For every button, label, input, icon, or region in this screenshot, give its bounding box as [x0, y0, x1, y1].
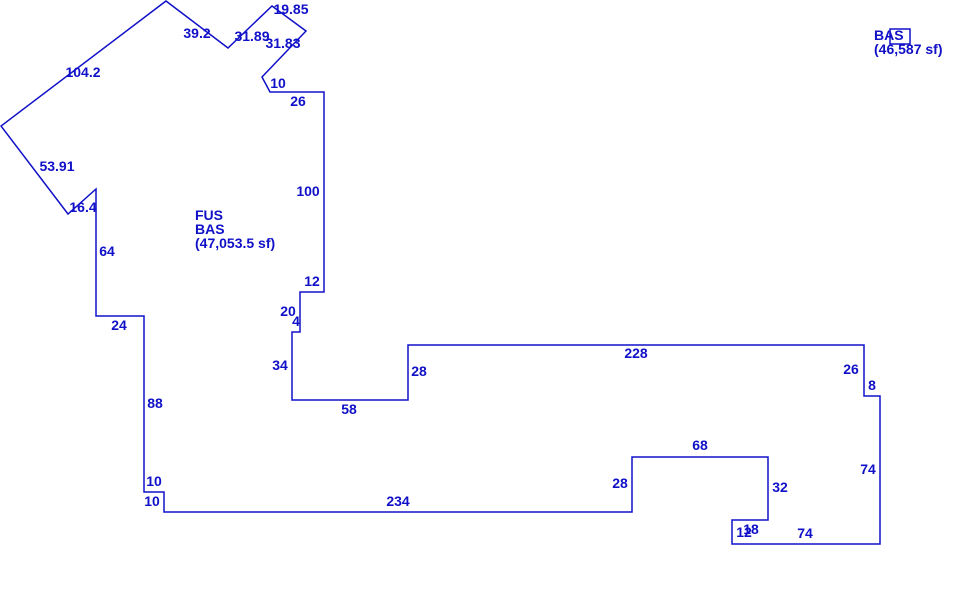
area-secondary-line-2: (46,587 sf) — [874, 41, 942, 57]
dimension-label: 28 — [612, 475, 628, 491]
dimension-label: 10 — [144, 493, 160, 509]
dimension-label: 104.2 — [65, 64, 100, 80]
dimension-label: 20 — [280, 303, 296, 319]
area-main-line-2: BAS — [195, 221, 225, 237]
area-label-secondary: BAS(46,587 sf) — [874, 27, 942, 57]
dimension-label: 24 — [111, 317, 127, 333]
dimension-label: 58 — [341, 401, 357, 417]
dimension-label: 16.4 — [69, 199, 96, 215]
dimension-label: 19.85 — [273, 1, 308, 17]
dimension-label: 32 — [772, 479, 788, 495]
bas-marker-box — [889, 28, 911, 45]
dimension-label: 28 — [411, 363, 427, 379]
dimension-label: 4 — [292, 313, 300, 329]
dimension-label: 39.2 — [183, 25, 210, 41]
dimension-label: 31.83 — [265, 35, 300, 51]
dimension-label: 234 — [386, 493, 410, 509]
dimension-label: 228 — [624, 345, 648, 361]
area-main-line-3: (47,053.5 sf) — [195, 235, 275, 251]
dimension-label: 100 — [296, 183, 320, 199]
dimension-label: 26 — [843, 361, 859, 377]
area-secondary-line-1: BAS — [874, 27, 904, 43]
dimension-label: 10 — [146, 473, 162, 489]
dimension-label: 74 — [860, 461, 876, 477]
dimension-label: 53.91 — [39, 158, 74, 174]
dimension-label: 12 — [736, 524, 752, 540]
dimension-label: 34 — [272, 357, 288, 373]
dimension-label: 26 — [290, 93, 306, 109]
dimension-label: 74 — [797, 525, 813, 541]
dimension-label: 8 — [868, 377, 876, 393]
area-main-line-1: FUS — [195, 207, 223, 223]
dimension-label: 10 — [270, 75, 286, 91]
dimension-label: 64 — [99, 243, 115, 259]
dimension-label: 31.89 — [234, 28, 269, 44]
building-outline — [0, 0, 881, 545]
dimension-label: 18 — [743, 521, 759, 537]
dimension-label: 88 — [147, 395, 163, 411]
dimension-label: 68 — [692, 437, 708, 453]
dimension-label: 12 — [304, 273, 320, 289]
